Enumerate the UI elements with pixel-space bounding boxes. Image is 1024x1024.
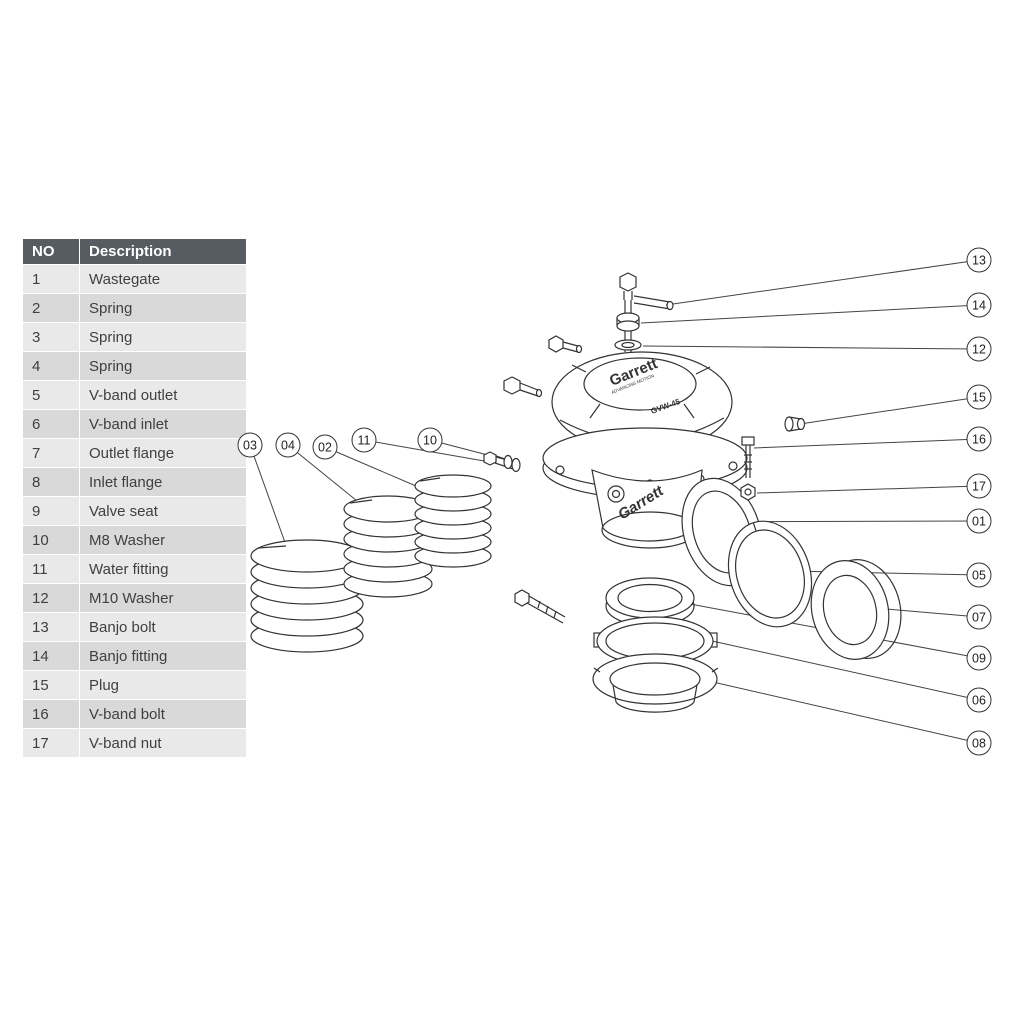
banjo-fitting-drawing — [616, 300, 640, 352]
spring-large-drawing — [250, 539, 364, 653]
row-desc: V-band bolt — [79, 699, 247, 729]
row-desc: V-band inlet — [79, 409, 247, 439]
row-desc: Banjo fitting — [79, 641, 247, 671]
header-description: Description — [79, 238, 247, 265]
clamp-bolt-drawing — [514, 589, 566, 624]
row-no: 3 — [22, 322, 80, 352]
row-no: 12 — [22, 583, 80, 613]
row-no: 4 — [22, 351, 80, 381]
row-desc: M10 Washer — [79, 583, 247, 613]
row-no: 15 — [22, 670, 80, 700]
row-desc: M8 Washer — [79, 525, 247, 555]
callout-09: 09 — [966, 645, 992, 671]
callout-05: 05 — [966, 562, 992, 588]
header-no: NO — [22, 238, 80, 265]
banjo-bolt-drawing — [619, 272, 674, 311]
row-no: 10 — [22, 525, 80, 555]
row-no: 11 — [22, 554, 80, 584]
spring-small-drawing — [414, 474, 492, 568]
callout-11: 11 — [351, 427, 377, 453]
row-desc: Banjo bolt — [79, 612, 247, 642]
row-desc: Valve seat — [79, 496, 247, 526]
inlet-flange-drawing — [592, 653, 719, 713]
callout-14: 14 — [966, 292, 992, 318]
vband-nut-drawing — [740, 483, 756, 501]
side-fitting-lower-drawing — [503, 376, 543, 398]
row-no: 13 — [22, 612, 80, 642]
row-desc: Spring — [79, 322, 247, 352]
row-desc: V-band nut — [79, 728, 247, 758]
callout-17: 17 — [966, 473, 992, 499]
spring-medium-drawing — [343, 495, 433, 598]
callout-13: 13 — [966, 247, 992, 273]
water-fitting-drawing — [483, 451, 521, 473]
row-no: 17 — [22, 728, 80, 758]
m10-washer-drawing — [614, 339, 642, 351]
callout-08: 08 — [966, 730, 992, 756]
row-desc: Inlet flange — [79, 467, 247, 497]
row-no: 1 — [22, 264, 80, 294]
row-desc: Spring — [79, 351, 247, 381]
leader-lines — [249, 259, 980, 744]
callout-12: 12 — [966, 336, 992, 362]
table-header-row: NO Description — [22, 238, 247, 265]
callout-10: 10 — [417, 427, 443, 453]
row-no: 6 — [22, 409, 80, 439]
callout-01: 01 — [966, 508, 992, 534]
side-fitting-upper-drawing — [548, 335, 583, 354]
callout-07: 07 — [966, 604, 992, 630]
callout-15: 15 — [966, 384, 992, 410]
actuator-cap-drawing: Garrett ADVANCING MOTION GVW-45 — [551, 351, 733, 453]
outlet-flange-drawing — [810, 559, 902, 660]
vband-bolt-drawing — [741, 436, 755, 478]
row-desc: Plug — [79, 670, 247, 700]
row-no: 5 — [22, 380, 80, 410]
row-no: 9 — [22, 496, 80, 526]
row-desc: Wastegate — [79, 264, 247, 294]
row-no: 16 — [22, 699, 80, 729]
row-no: 7 — [22, 438, 80, 468]
row-no: 2 — [22, 293, 80, 323]
row-desc: Water fitting — [79, 554, 247, 584]
outlet-clamp-drawing — [727, 520, 813, 628]
callout-16: 16 — [966, 426, 992, 452]
callout-03: 03 — [237, 432, 263, 458]
row-desc: Spring — [79, 293, 247, 323]
row-desc: Outlet flange — [79, 438, 247, 468]
row-no: 14 — [22, 641, 80, 671]
row-desc: V-band outlet — [79, 380, 247, 410]
callout-04: 04 — [275, 432, 301, 458]
row-no: 8 — [22, 467, 80, 497]
callout-02: 02 — [312, 434, 338, 460]
plug-drawing — [784, 416, 806, 432]
callout-06: 06 — [966, 687, 992, 713]
